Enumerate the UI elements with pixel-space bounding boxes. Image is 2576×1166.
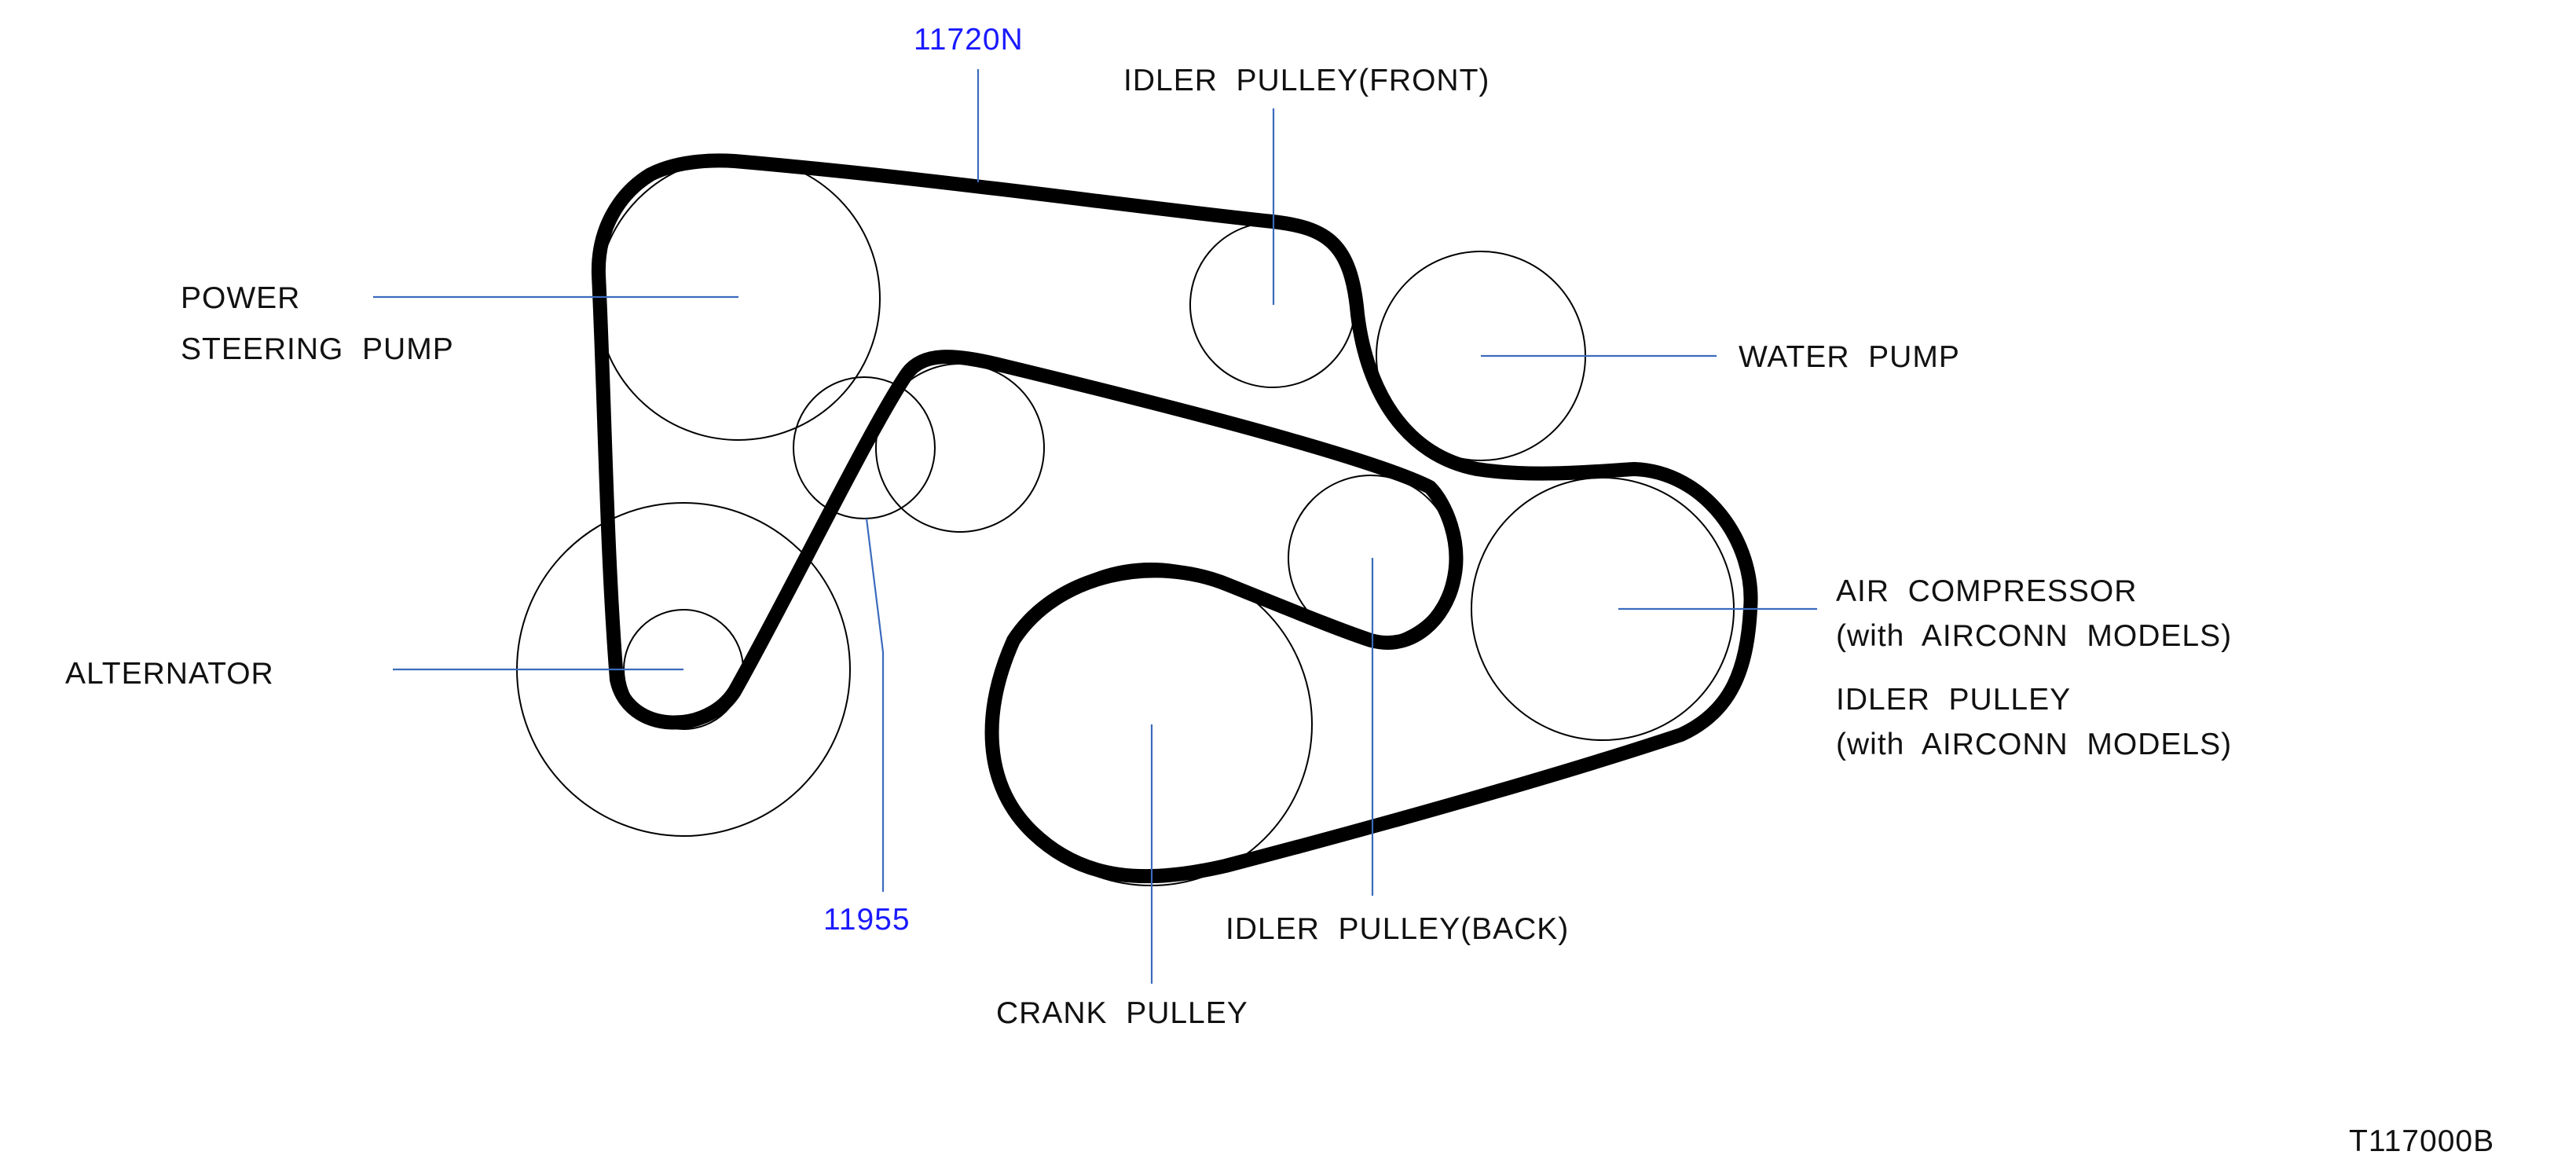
- power-steering-pump-pulley: [596, 156, 881, 441]
- label-crank-pulley: CRANK PULLEY: [996, 996, 1248, 1030]
- label-air-compressor-line1: AIR COMPRESSOR: [1836, 574, 2137, 608]
- label-air-compressor-line2: (with AIRCONN MODELS): [1836, 619, 2232, 653]
- label-water-pump: WATER PUMP: [1739, 340, 1960, 374]
- part-number-belt-top: 11720N: [914, 23, 1024, 57]
- part-number-belt-bottom: 11955: [823, 903, 911, 937]
- tensioner-small-pulley: [793, 376, 936, 519]
- label-idler-pulley-airconn-line2: (with AIRCONN MODELS): [1836, 728, 2232, 761]
- drive-belt: [591, 153, 1758, 884]
- leader-lines: [373, 69, 1817, 984]
- figure-id: T117000B: [2349, 1124, 2494, 1158]
- label-alternator: ALTERNATOR: [65, 657, 274, 691]
- label-power-steering-line1: POWER: [181, 281, 300, 315]
- leader-11955: [865, 518, 885, 892]
- label-idler-pulley-front: IDLER PULLEY(FRONT): [1123, 64, 1490, 97]
- label-idler-pulley-airconn-line1: IDLER PULLEY: [1836, 683, 2071, 717]
- label-power-steering-line2: STEERING PUMP: [181, 332, 454, 366]
- label-idler-pulley-back: IDLER PULLEY(BACK): [1226, 912, 1569, 946]
